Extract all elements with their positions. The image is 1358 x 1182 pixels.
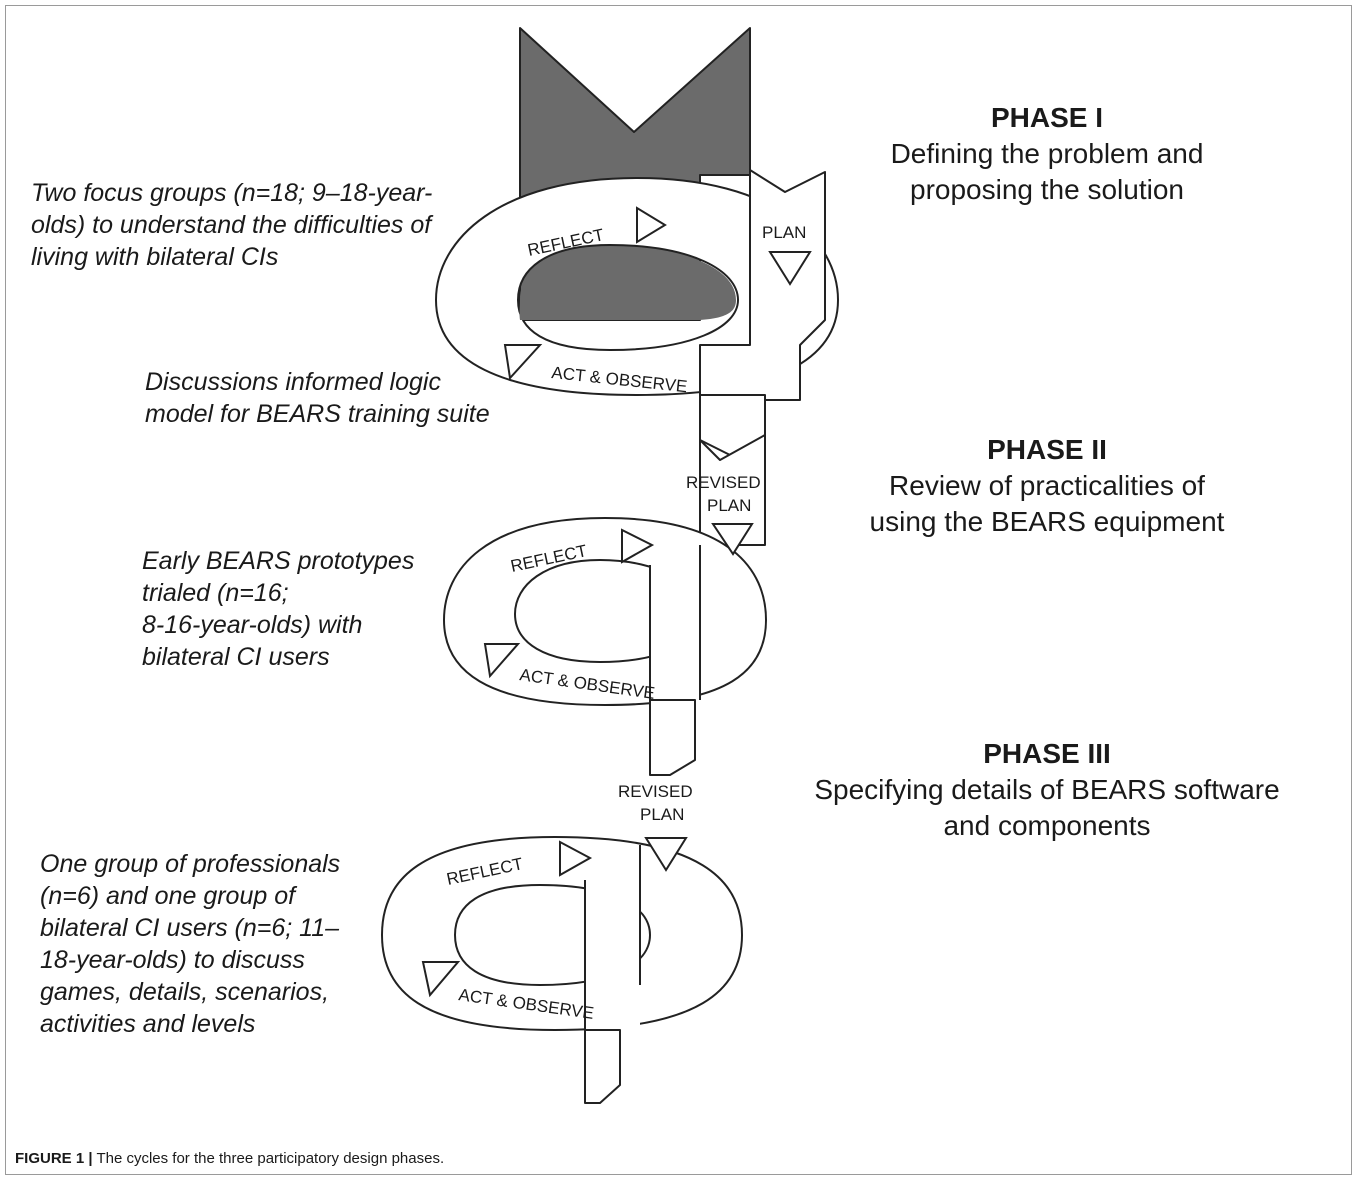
cycle-1-interior (519, 247, 736, 320)
cycle-3 (381, 836, 743, 1104)
phase-2-description: Review of practicalities of using the BE… (869, 470, 1225, 537)
figure-caption-text: The cycles for the three participatory d… (92, 1150, 445, 1167)
reflect-triangle-icon (621, 528, 655, 564)
act-triangle-icon (503, 344, 543, 381)
phase-1-description: Defining the problem and proposing the s… (890, 138, 1204, 205)
phase-2-title: PHASE II (987, 434, 1107, 465)
cycle-2-plan-label: REVISED (686, 473, 761, 492)
cycle-2 (443, 434, 767, 776)
figure-frame (5, 5, 1352, 1175)
phase2-activity-note: Early BEARS prototypes trialed (n=16; 8-… (142, 547, 415, 671)
phase-1-title: PHASE I (990, 102, 1104, 133)
plan-triangle-icon (644, 837, 688, 872)
phase1-outcome-note: Discussions informed logic model for BEA… (145, 368, 490, 428)
cycle-1-plan-ribbon (699, 169, 826, 463)
plan-triangle-icon (768, 251, 812, 286)
cycle-1-plan-label: PLAN (762, 223, 806, 242)
plan-triangle-icon (711, 523, 754, 556)
act-triangle-icon (421, 961, 461, 998)
reflect-triangle-icon (636, 206, 667, 244)
figure-caption-label: FIGURE 1 | (15, 1150, 93, 1167)
reflect-triangle-icon (559, 840, 593, 877)
phase-2-heading: PHASE II Review of practicalities of usi… (822, 432, 1272, 540)
phase3-activity-note: One group of professionals (n=6) and one… (40, 850, 341, 1038)
phase-3-description: Specifying details of BEARS software and… (814, 774, 1280, 841)
phase-3-heading: PHASE III Specifying details of BEARS so… (772, 736, 1322, 844)
phase1-activity-note: Two focus groups (n=18; 9–18-year- olds)… (31, 179, 433, 271)
cycle-1 (435, 27, 839, 463)
figure-caption: FIGURE 1 | The cycles for the three part… (15, 1150, 444, 1167)
cycle-3-plan-label: REVISED (618, 782, 693, 801)
phase-1-heading: PHASE I Defining the problem and proposi… (842, 100, 1252, 208)
cycle-3-plan-label-line2: PLAN (640, 805, 684, 824)
act-triangle-icon (483, 643, 521, 679)
cycle-2-plan-label-line2: PLAN (707, 496, 751, 515)
phase-3-title: PHASE III (983, 738, 1111, 769)
